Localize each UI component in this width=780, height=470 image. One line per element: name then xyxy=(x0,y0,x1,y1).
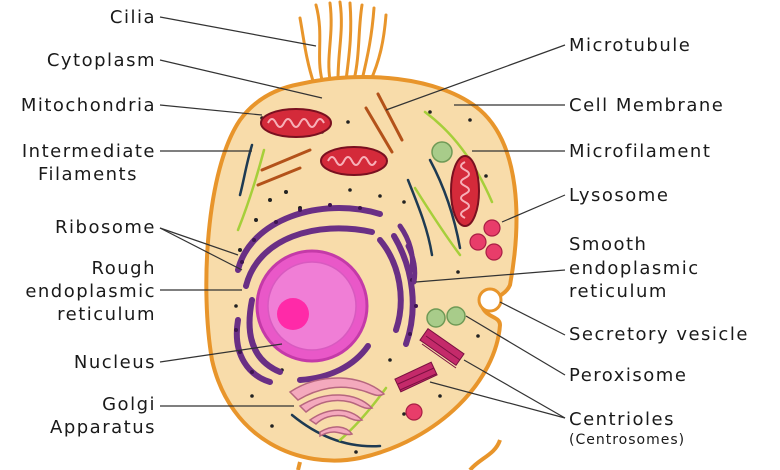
microtubules xyxy=(256,92,404,187)
ribosomes xyxy=(234,110,488,454)
cell-membrane xyxy=(204,75,519,463)
label-golgi: Golgi xyxy=(102,394,156,415)
label-secretory-vesicle: Secretory vesicle xyxy=(569,324,749,345)
label-filaments: Filaments xyxy=(38,164,138,185)
label-smooth-endoplasmic: endoplasmic xyxy=(569,258,700,279)
nucleolus xyxy=(277,298,309,330)
label-smooth: Smooth xyxy=(569,234,647,255)
secretory-vesicle xyxy=(477,287,503,313)
label-nucleus: Nucleus xyxy=(74,352,156,373)
peroxisome xyxy=(431,141,453,163)
label-smooth-reticulum: reticulum xyxy=(569,281,668,302)
intermediate-filaments xyxy=(238,143,462,448)
label-cell-membrane: Cell Membrane xyxy=(569,95,724,116)
label-intermediate: Intermediate xyxy=(22,141,156,162)
peroxisome xyxy=(446,306,466,326)
label-cilia: Cilia xyxy=(110,7,156,28)
tail xyxy=(296,461,302,470)
lysosomes xyxy=(405,219,503,421)
label-rough-reticulum: reticulum xyxy=(57,304,156,325)
label-mitochondria: Mitochondria xyxy=(21,95,156,116)
label-microfilament: Microfilament xyxy=(569,141,711,162)
cilia xyxy=(298,0,388,86)
label-rough: Rough xyxy=(92,258,156,279)
mitochondrion xyxy=(320,146,388,176)
label-centrosomes: (Centrosomes) xyxy=(569,432,685,448)
label-apparatus: Apparatus xyxy=(50,417,156,438)
leader-lines xyxy=(159,16,566,419)
mitochondrion xyxy=(260,108,332,138)
centriole-stripes xyxy=(397,335,461,391)
label-peroxisome: Peroxisome xyxy=(569,365,687,386)
label-ribosome: Ribosome xyxy=(55,217,156,238)
label-rough-endoplasmic: endoplasmic xyxy=(25,281,156,302)
peroxisome xyxy=(426,308,446,328)
label-microtubule: Microtubule xyxy=(569,35,691,56)
label-cytoplasm: Cytoplasm xyxy=(47,50,156,71)
label-lysosome: Lysosome xyxy=(569,185,669,206)
golgi-apparatus xyxy=(288,377,386,438)
label-centrioles: Centrioles xyxy=(569,409,675,430)
flagellum xyxy=(468,439,502,470)
smooth-er xyxy=(397,223,418,285)
mitochondrion xyxy=(450,155,480,227)
